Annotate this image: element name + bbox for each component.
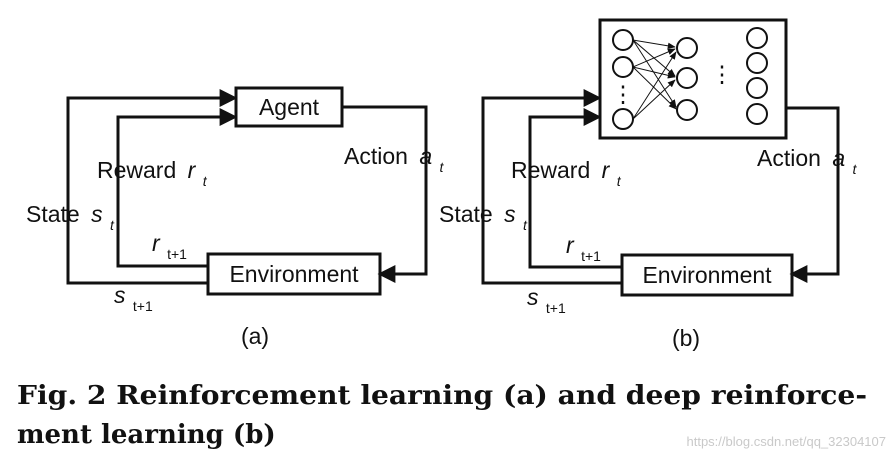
panel-label-a: (a) <box>241 323 269 349</box>
environment-box <box>620 253 794 297</box>
next-state-sub: t+1 <box>133 298 153 314</box>
connection-line <box>632 51 677 120</box>
action-var: a <box>832 145 845 171</box>
neuron-node <box>746 103 768 125</box>
neuron-node <box>746 52 768 74</box>
next-state-sub: t+1 <box>546 300 566 316</box>
input-layer <box>612 29 634 130</box>
neuron-node <box>676 67 698 89</box>
caption-line-1: Fig. 2 Reinforcement learning (a) and de… <box>17 381 867 411</box>
next-reward-sub: t+1 <box>581 248 601 264</box>
reward-arrow <box>528 108 622 269</box>
neuron-node <box>676 37 698 59</box>
agent-box <box>234 86 344 128</box>
output-layer <box>746 27 768 125</box>
neuron-node <box>612 56 634 78</box>
neuron-node <box>746 27 768 49</box>
connection-line <box>632 66 676 79</box>
reward-var: r <box>188 157 197 183</box>
reward-var: r <box>602 157 611 183</box>
next-state-text: s t+1 <box>527 284 566 316</box>
action-var: a <box>419 143 432 169</box>
connection-line <box>632 39 677 108</box>
hidden-layer <box>676 37 698 121</box>
state-label: State <box>439 201 493 227</box>
hidden-ellipsis-icon: ⋮ <box>711 61 734 87</box>
state-sub: t <box>523 217 528 233</box>
action-text: Action a t <box>344 143 445 175</box>
reward-sub: t <box>617 173 622 189</box>
environment-label: Environment <box>229 261 359 287</box>
state-arrow <box>66 89 238 285</box>
connection-line <box>632 39 676 49</box>
reward-label: Reward <box>511 157 590 183</box>
reward-sub: t <box>203 173 208 189</box>
next-state-text: s t+1 <box>114 282 153 314</box>
reward-arrow <box>116 108 238 268</box>
next-reward-var: r <box>566 232 575 258</box>
action-arrow <box>342 105 428 283</box>
state-text: State s t <box>439 201 528 233</box>
next-state-var: s <box>114 282 126 308</box>
reward-text: Reward r t <box>511 157 622 189</box>
watermark: https://blog.csdn.net/qq_32304107 <box>687 434 887 449</box>
connection-line <box>632 66 677 110</box>
environment-label: Environment <box>642 262 772 288</box>
neuron-node <box>676 99 698 121</box>
reward-text: Reward r t <box>97 157 208 189</box>
panel-a: Agent Environment Action a t Reward r t … <box>26 86 445 349</box>
action-text: Action a t <box>757 145 858 177</box>
action-sub: t <box>853 161 858 177</box>
connections <box>632 39 677 120</box>
panel-label-b: (b) <box>672 325 700 351</box>
next-reward-text: r t+1 <box>566 232 601 264</box>
state-arrow <box>481 89 622 285</box>
next-reward-sub: t+1 <box>167 246 187 262</box>
input-ellipsis-icon: ⋮ <box>612 81 635 107</box>
agent-label: Agent <box>259 94 320 120</box>
caption-line-2: ment learning (b) <box>17 420 276 450</box>
action-label: Action <box>757 145 821 171</box>
action-label: Action <box>344 143 408 169</box>
state-var: s <box>504 201 516 227</box>
action-arrow <box>786 106 840 283</box>
neuron-node <box>746 77 768 99</box>
state-sub: t <box>110 217 115 233</box>
neuron-node <box>612 108 634 130</box>
next-reward-text: r t+1 <box>152 230 187 262</box>
action-sub: t <box>440 159 445 175</box>
state-var: s <box>91 201 103 227</box>
connection-line <box>632 48 676 68</box>
panel-b: ⋮ ⋮ Environment <box>439 18 858 351</box>
neuron-node <box>612 29 634 51</box>
state-label: State <box>26 201 80 227</box>
reward-label: Reward <box>97 157 176 183</box>
connection-line <box>632 79 676 120</box>
state-text: State s t <box>26 201 115 233</box>
next-state-var: s <box>527 284 539 310</box>
next-reward-var: r <box>152 230 161 256</box>
environment-box <box>206 252 382 296</box>
